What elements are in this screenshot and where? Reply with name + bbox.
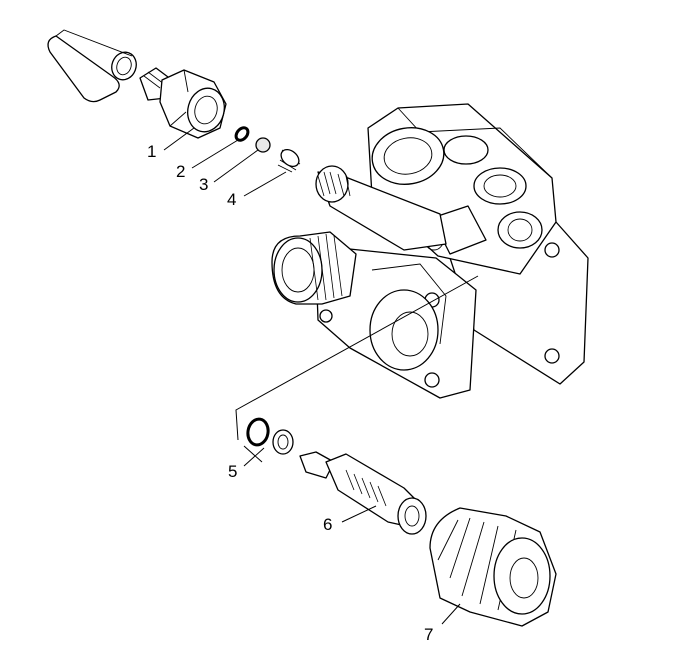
union-nut — [139, 67, 227, 139]
leader-lines — [163, 127, 479, 625]
hose — [47, 29, 137, 103]
valve-insert — [299, 451, 427, 535]
callout-3: 3 — [199, 175, 208, 194]
pump-head-housing — [271, 103, 589, 399]
valve-ball — [255, 137, 271, 153]
callout-7: 7 — [424, 625, 433, 644]
callout-5: 5 — [228, 462, 237, 481]
o-ring-small — [234, 126, 250, 142]
o-ring-and-washer — [246, 417, 294, 455]
callout-4: 4 — [227, 190, 236, 209]
spring — [277, 148, 301, 173]
callout-6: 6 — [323, 515, 332, 534]
callout-2: 2 — [176, 162, 185, 181]
callout-1: 1 — [147, 142, 156, 161]
gear-nut — [429, 507, 557, 627]
